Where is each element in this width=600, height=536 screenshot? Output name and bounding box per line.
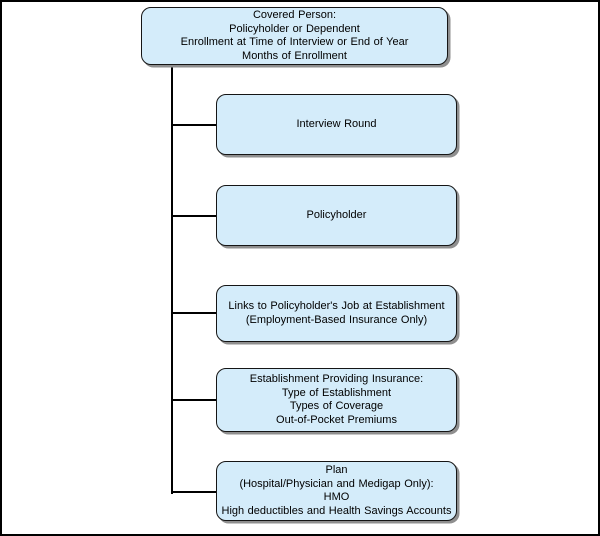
node-text-line: HMO [323, 491, 350, 503]
node-text-line: (Employment-Based Insurance Only) [245, 313, 428, 326]
node-text-line: Types of Coverage [289, 400, 384, 412]
node-text-line: High deductibles and Health Savings Acco… [221, 504, 452, 517]
node-text-line: Policyholder or Dependent [229, 22, 360, 35]
node-text-line: Links to Policyholder's Job at Establish… [228, 300, 445, 312]
connector-branch-establishment [172, 399, 217, 401]
node-text-line: Covered Person: [252, 9, 337, 21]
node-text-line: Enrollment at Time of Interview or End o… [180, 36, 409, 48]
node-text-line: Out-of-Pocket Premiums [276, 413, 397, 426]
node-text-line: (Hospital/Physician and Medigap Only): [239, 477, 434, 490]
node-interview-round: Interview Round [216, 94, 457, 155]
connector-branch-policyholder [172, 215, 217, 217]
node-covered-person: Covered Person: Policyholder or Dependen… [141, 7, 448, 65]
node-text-line: Type of Establishment [281, 386, 392, 399]
node-text-line: Plan [325, 464, 348, 476]
connector-branch-interview-round [172, 124, 217, 126]
node-establishment-providing-insurance: Establishment Providing Insurance: Type … [216, 368, 457, 432]
node-text-line: Months of Enrollment [242, 49, 347, 62]
connector-vertical-trunk [171, 64, 173, 494]
node-text-line: Establishment Providing Insurance: [249, 373, 424, 385]
node-text-line: Interview Round [296, 117, 377, 130]
connector-branch-plan [172, 491, 217, 493]
node-text-line: Policyholder [306, 208, 367, 221]
node-policyholder: Policyholder [216, 185, 457, 246]
node-plan: Plan (Hospital/Physician and Medigap Onl… [216, 461, 457, 521]
node-links-to-job: Links to Policyholder's Job at Establish… [216, 285, 457, 342]
connector-branch-links-to-job [172, 312, 217, 314]
